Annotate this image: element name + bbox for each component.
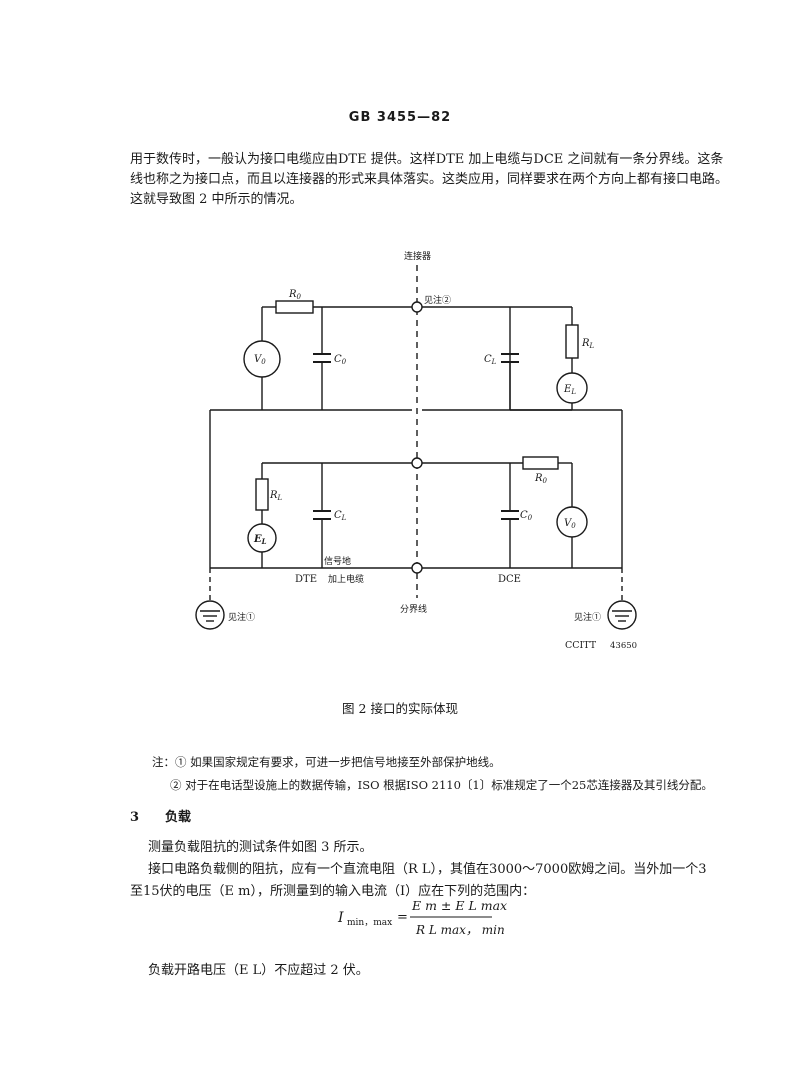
ccitt-label: CCITT <box>565 640 597 651</box>
r0-resistor-bottom <box>522 456 559 470</box>
svg-text:C0: C0 <box>334 354 347 366</box>
svg-text:V0: V0 <box>564 518 576 530</box>
section-3-line-1: 测量负载阻抗的测试条件如图 3 所示。 <box>148 840 373 855</box>
r0-resistor-top <box>275 300 314 314</box>
note-1: 注：① 如果国家规定有要求，可进一步把信号地接至外部保护地线。 <box>152 755 501 769</box>
section-3-line-4: 负载开路电压（E L）不应超过 2 伏。 <box>148 963 369 978</box>
ccitt-number: 43650 <box>610 641 637 651</box>
v0-source-top <box>243 340 281 378</box>
svg-text:CL: CL <box>484 354 497 366</box>
svg-text:E m ± E L max: E m ± E L max <box>411 898 507 913</box>
ground-icon-left <box>195 600 225 630</box>
ground-icon-right <box>607 600 637 630</box>
svg-text:RL: RL <box>269 490 283 502</box>
note2-label: 见注② <box>424 294 451 306</box>
current-range-formula: I min，max = E m ± E L max R L max， min <box>337 898 507 937</box>
dce-label: DCE <box>498 574 521 585</box>
page-header: GB 3455—82 <box>348 110 452 125</box>
svg-text:min，max: min，max <box>347 918 392 928</box>
section-3-line-3: 至15伏的电压（E m），所测量到的输入电流（I）应在下列的范围内： <box>130 884 536 899</box>
rl-resistor-right <box>565 324 579 359</box>
svg-text:R0: R0 <box>534 473 548 485</box>
signal-ground-label: 信号地 <box>324 555 351 567</box>
section-3-line-2: 接口电路负载侧的阻抗，应有一个直流电阻（R L），其值在3000～7000欧姆之… <box>148 862 707 877</box>
svg-text:CL: CL <box>334 510 347 522</box>
dte-label: DTE <box>295 574 317 585</box>
svg-text:=: = <box>397 910 408 925</box>
note1-right-label: 见注① <box>574 611 601 623</box>
svg-text:RL: RL <box>581 338 595 350</box>
svg-text:R0: R0 <box>288 289 302 301</box>
rl-resistor-left <box>255 478 269 511</box>
svg-text:R L max， min: R L max， min <box>415 923 505 937</box>
svg-text:EL: EL <box>253 534 267 546</box>
boundary-label: 分界线 <box>400 603 427 615</box>
note1-left-label: 见注① <box>228 611 255 623</box>
svg-text:I: I <box>337 910 344 926</box>
note-2: ② 对于在电话型设施上的数据传输，ISO 根据ISO 2110〔1〕标准规定了一… <box>170 778 713 792</box>
svg-text:V0: V0 <box>254 354 266 366</box>
svg-text:EL: EL <box>563 384 576 396</box>
svg-text:C0: C0 <box>520 510 533 522</box>
el-source-left <box>247 523 277 553</box>
connector-label: 连接器 <box>404 250 431 262</box>
plus-cable-label: 加上电缆 <box>328 573 364 585</box>
intro-paragraph: 用于数传时，一般认为接口电缆应由DTE 提供。这样DTE 加上电缆与DCE 之间… <box>130 152 729 207</box>
figure-caption: 图 2 接口的实际体现 <box>342 701 458 716</box>
el-source-right <box>556 372 588 404</box>
v0-source-bottom <box>556 506 588 538</box>
